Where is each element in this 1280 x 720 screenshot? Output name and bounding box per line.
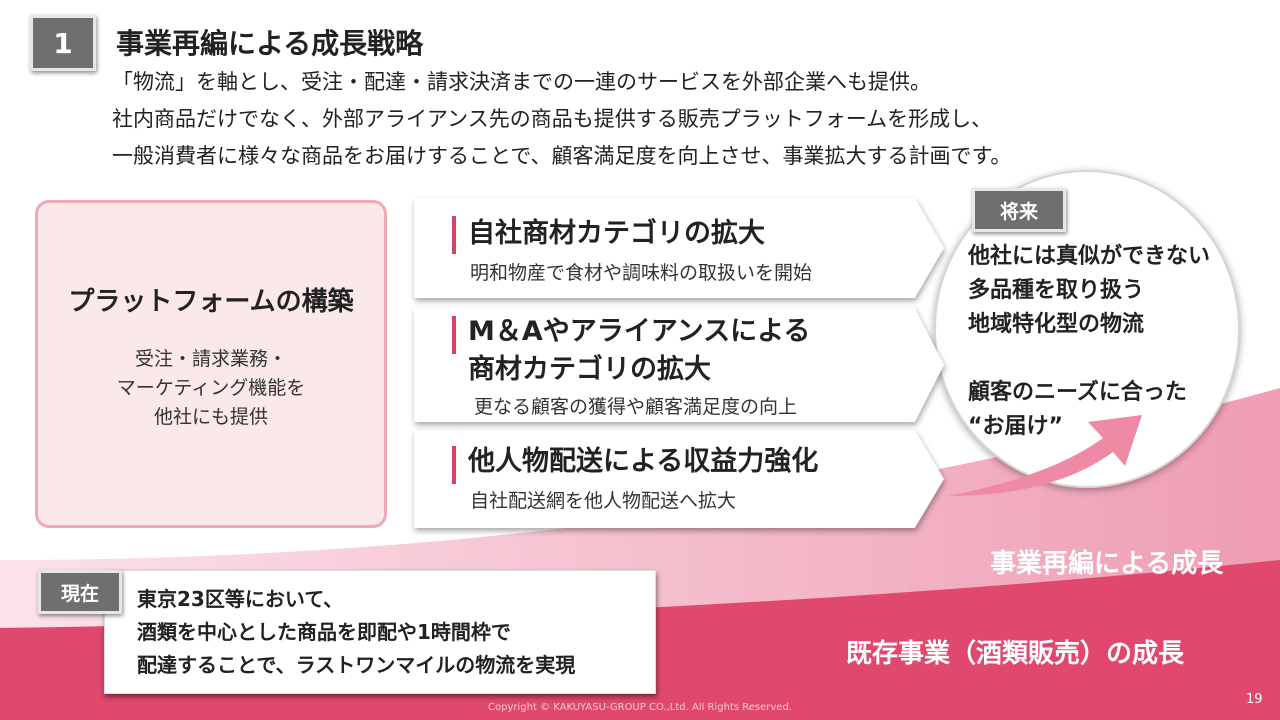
future-line: 地域特化型の物流	[968, 312, 1145, 337]
platform-desc-line: マーケティング機能を	[116, 377, 306, 399]
current-line: 配達することで、ラストワンマイルの物流を実現	[137, 653, 576, 677]
future-line: 多品種を取り扱う	[968, 278, 1145, 303]
strategy-subtitle: 更なる顧客の獲得や顧客満足度の向上	[474, 396, 798, 418]
current-status-box: 東京23区等において、 酒類を中心とした商品を即配や1時間枠で 配達することで、…	[104, 570, 656, 694]
accent-bar	[452, 446, 456, 484]
intro-text: 「物流」を軸とし、受注・配達・請求決済までの一連のサービスを外部企業へも提供。 …	[112, 64, 1011, 175]
platform-desc-line: 受注・請求業務・	[134, 348, 287, 370]
copyright-text: Copyright © KAKUYASU-GROUP CO.,Ltd. All …	[488, 702, 792, 713]
strategy-arrow-2: M＆Aやアライアンスによる 商材カテゴリの拡大 更なる顧客の獲得や顧客満足度の向…	[414, 308, 944, 422]
strategy-subtitle: 明和物産で食材や調味料の取扱いを開始	[470, 262, 813, 284]
strategy-arrow-1: 自社商材カテゴリの拡大 明和物産で食材や調味料の取扱いを開始	[414, 198, 944, 298]
future-line	[968, 342, 1210, 376]
strategy-title: M＆Aやアライアンスによる	[468, 316, 811, 347]
current-status-text: 東京23区等において、 酒類を中心とした商品を即配や1時間枠で 配達することで、…	[137, 583, 575, 682]
upper-growth-label: 事業再編による成長	[990, 549, 1224, 579]
strategy-title: 他人物配送による収益力強化	[468, 446, 819, 477]
future-vision-text: 他社には真似ができない 多品種を取り扱う 地域特化型の物流 顧客のニーズに合った…	[968, 240, 1210, 444]
strategy-title: 自社商材カテゴリの拡大	[468, 218, 765, 249]
strategy-subtitle: 自社配送網を他人物配送へ拡大	[470, 490, 737, 512]
accent-bar	[452, 316, 456, 354]
future-line: 顧客のニーズに合った	[968, 380, 1187, 405]
intro-line: 一般消費者に様々な商品をお届けすることで、顧客満足度を向上させ、事業拡大する計画…	[112, 144, 1012, 168]
strategy-arrow-3: 他人物配送による収益力強化 自社配送網を他人物配送へ拡大	[414, 430, 944, 528]
intro-line: 社内商品だけでなく、外部アライアンス先の商品も提供する販売プラットフォームを形成…	[112, 107, 993, 131]
future-line: 他社には真似ができない	[968, 244, 1211, 269]
platform-box: プラットフォームの構築 受注・請求業務・ マーケティング機能を 他社にも提供	[35, 200, 387, 528]
page-title: 事業再編による成長戦略	[116, 27, 424, 60]
page-number: 19	[1246, 692, 1263, 707]
current-line: 酒類を中心とした商品を即配や1時間枠で	[137, 620, 511, 644]
strategy-title: 商材カテゴリの拡大	[468, 354, 711, 385]
current-line: 東京23区等において、	[137, 587, 344, 611]
accent-bar	[452, 216, 456, 254]
current-badge: 現在	[38, 570, 122, 614]
future-badge: 将来	[972, 188, 1066, 232]
intro-line: 「物流」を軸とし、受注・配達・請求決済までの一連のサービスを外部企業へも提供。	[112, 70, 931, 94]
platform-title: プラットフォームの構築	[68, 287, 354, 317]
future-line: “お届け”	[968, 414, 1063, 439]
platform-description: 受注・請求業務・ マーケティング機能を 他社にも提供	[38, 345, 384, 432]
section-number-badge: 1	[30, 15, 96, 71]
lower-growth-label: 既存事業（酒類販売）の成長	[846, 639, 1185, 669]
platform-desc-line: 他社にも提供	[153, 406, 268, 428]
